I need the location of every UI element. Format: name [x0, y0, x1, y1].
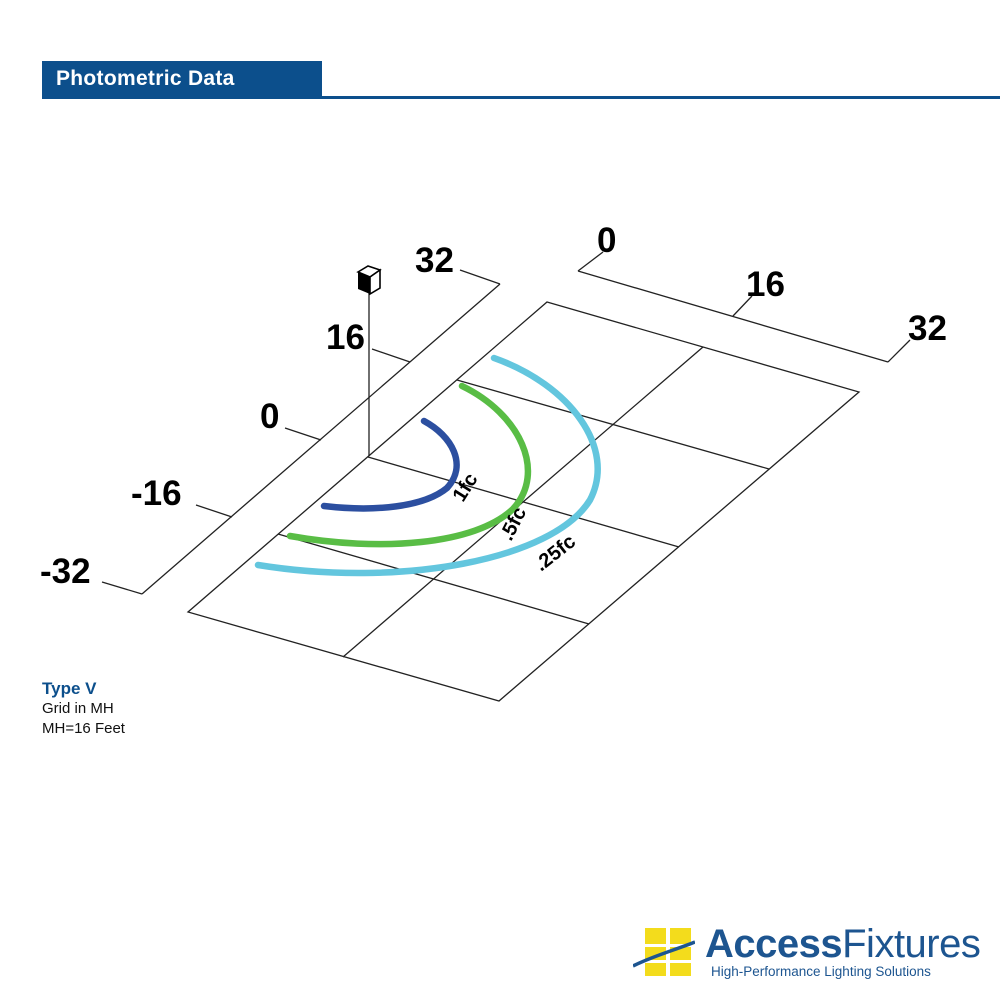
left-tick-0 [284, 427, 322, 441]
logo-brand-bold: Access [705, 922, 843, 966]
notes-type: Type V [42, 679, 97, 698]
left-axis [101, 269, 501, 595]
grid-line-3 [277, 533, 590, 625]
fixture-side [369, 268, 381, 296]
contour-05fc [286, 382, 532, 548]
logo-brand-light: Fixtures [842, 922, 981, 966]
section-header: Photometric Data [42, 61, 322, 99]
contour-025fc [254, 354, 601, 577]
logo-tagline: High-Performance Lighting Solutions [711, 964, 931, 979]
left-label-16: 16 [326, 318, 365, 357]
right-tick-32 [887, 339, 911, 363]
left-tick-16 [371, 348, 411, 363]
logo-brand-name: AccessFixtures [705, 922, 981, 967]
right-tick-16 [732, 295, 753, 317]
right-label-0: 0 [597, 221, 616, 260]
left-axis-line [141, 283, 501, 595]
right-tick-0 [577, 251, 604, 272]
grid-line-1 [456, 379, 770, 470]
brand-logo: AccessFixtures High-Performance Lighting… [633, 922, 981, 982]
right-axis [577, 251, 911, 363]
grid-line-2 [367, 456, 680, 548]
left-tick-neg16 [195, 504, 233, 518]
contours [254, 354, 601, 577]
contour-1fc [320, 417, 460, 512]
left-tick-neg32 [101, 581, 143, 595]
left-label-0: 0 [260, 397, 279, 436]
notes-grid: Grid in MH [42, 700, 114, 717]
logo-mark-icon [633, 928, 695, 976]
diagram-notes: Type V Grid in MH MH=16 Feet [42, 679, 125, 739]
header-rule [42, 96, 1000, 99]
fixture-front [358, 272, 370, 294]
left-tick-32 [459, 269, 501, 285]
notes-mh: MH=16 Feet [42, 720, 125, 737]
left-label-neg32: -32 [40, 552, 91, 591]
axis-labels: 32 16 0 -16 -32 0 16 32 [40, 221, 947, 591]
section-title: Photometric Data [56, 67, 235, 90]
label-05fc: .5fc [496, 504, 531, 545]
pole [356, 265, 382, 456]
ground-grid [186, 301, 861, 702]
right-label-16: 16 [746, 265, 785, 304]
left-label-32: 32 [415, 241, 454, 280]
right-axis-line [577, 270, 889, 363]
right-label-32: 32 [908, 309, 947, 348]
left-label-neg16: -16 [131, 474, 182, 513]
